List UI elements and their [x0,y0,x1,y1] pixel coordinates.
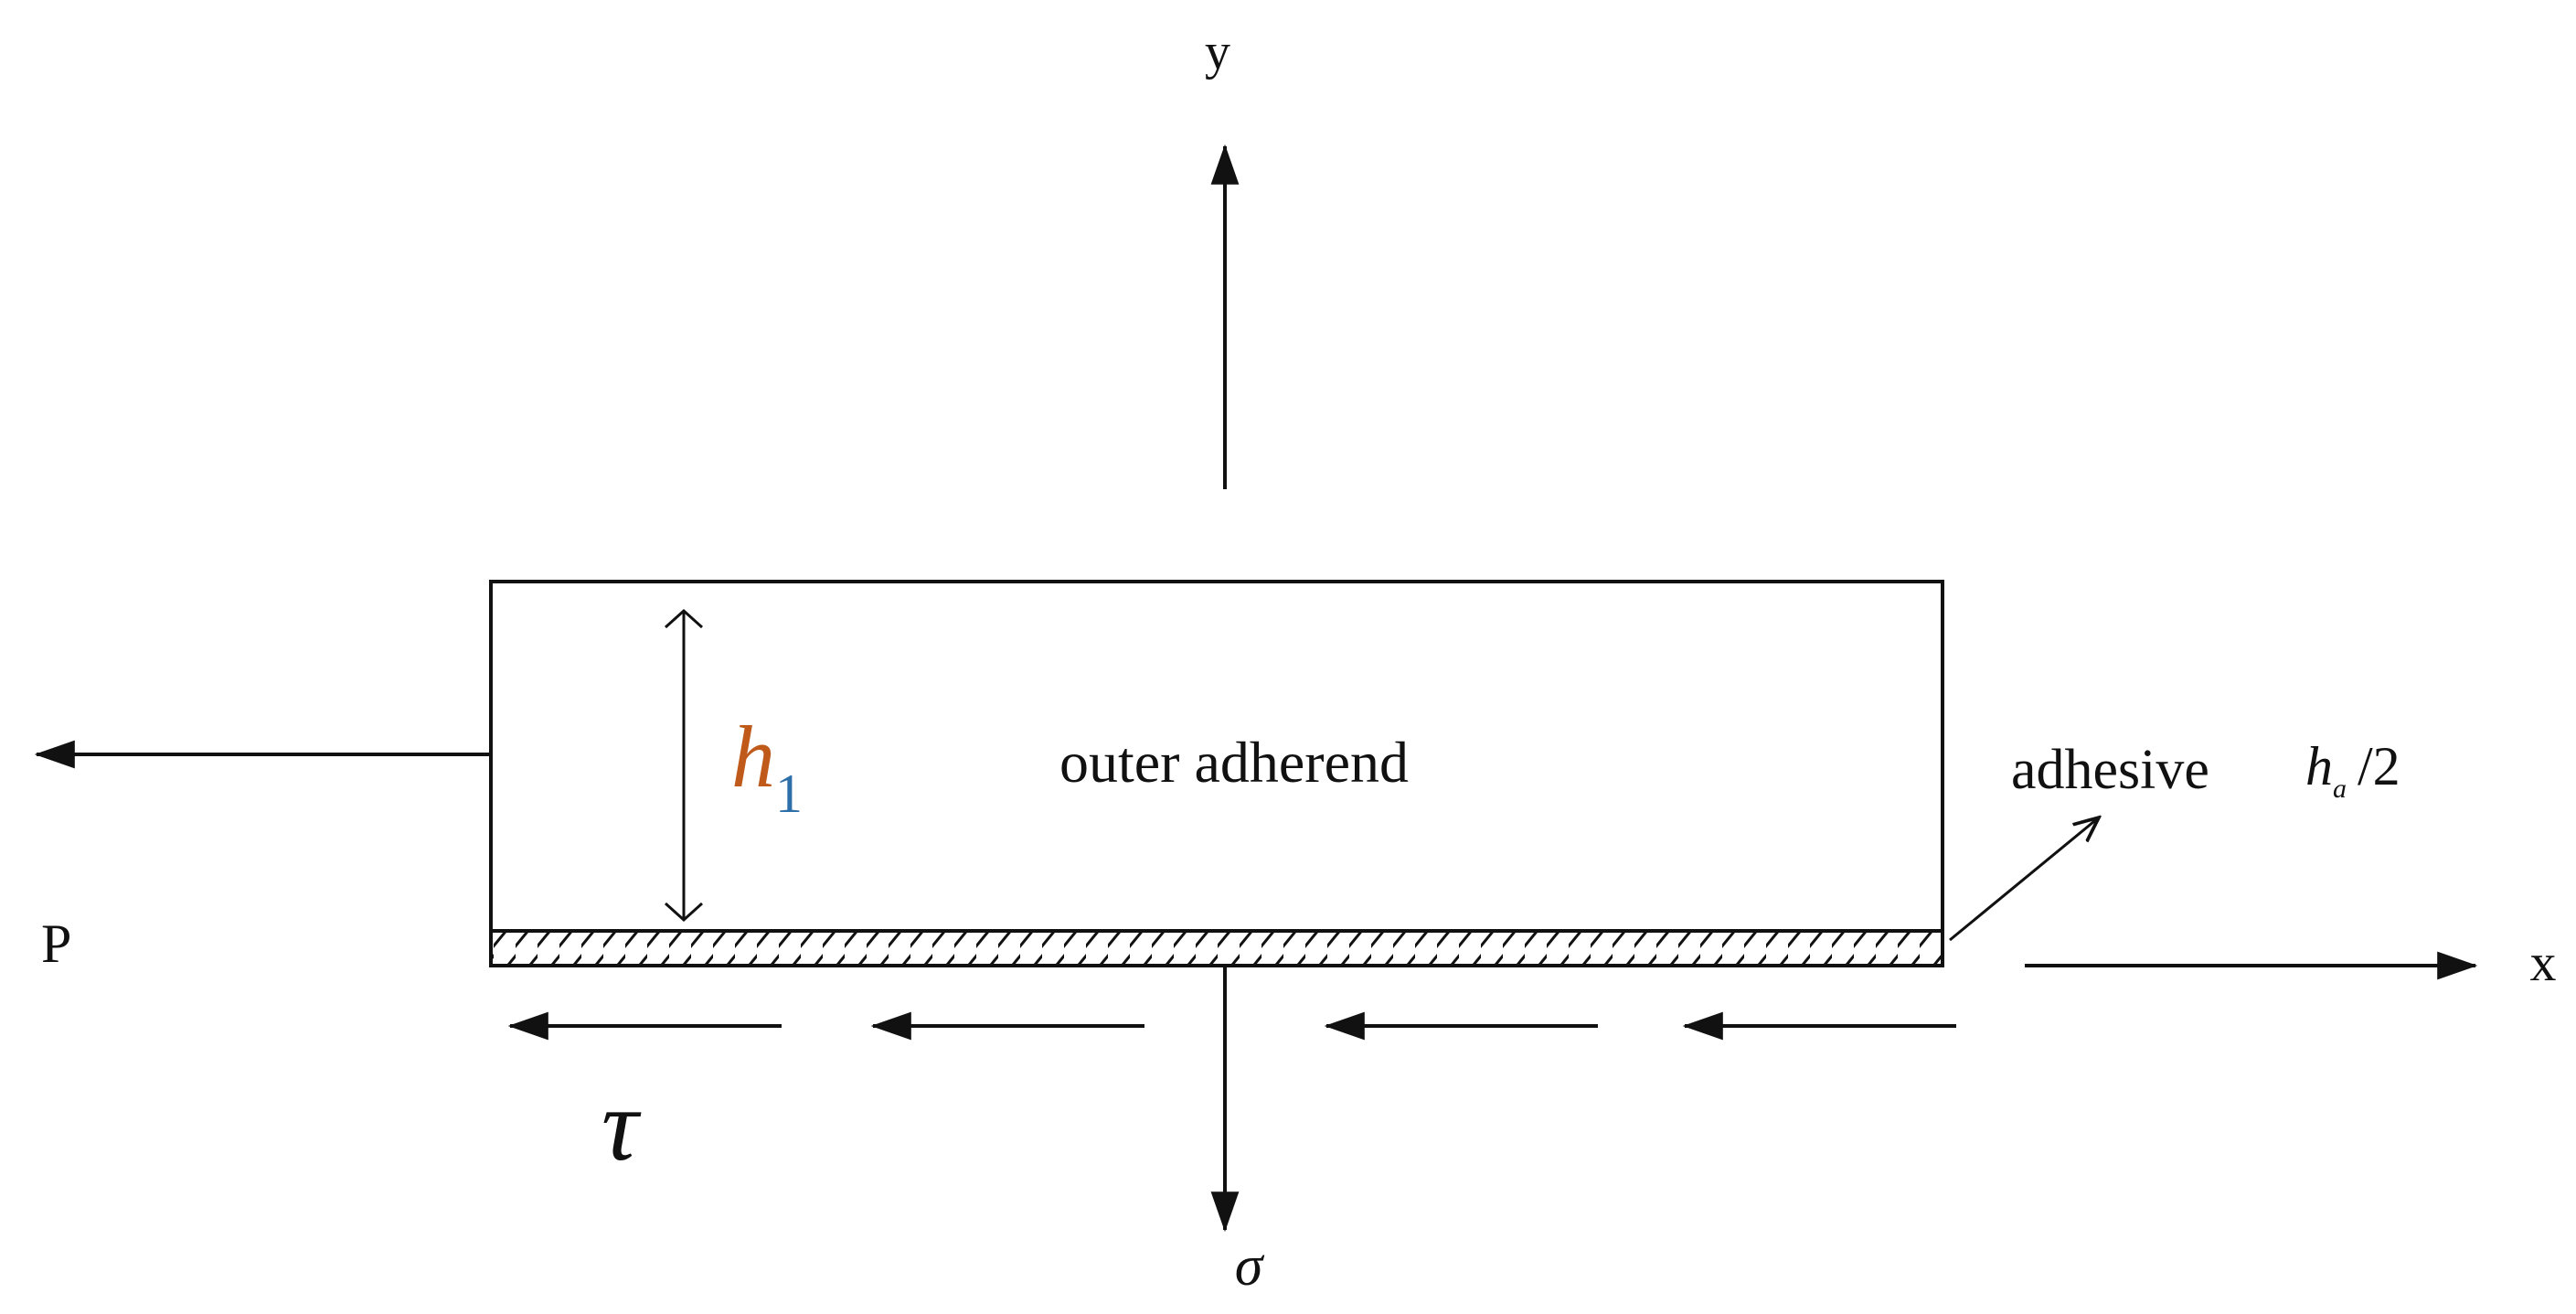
thickness-subscript: 1 [775,764,803,824]
thickness-dimension-bottom-tick [664,902,704,923]
thickness-h-symbol: h [731,708,775,806]
adhesive-thickness-suffix: /2 [2358,736,2400,796]
thickness-dimension-top-tick [664,608,704,629]
adhesive-h-symbol: h [2305,736,2333,796]
adhesive-leader-arrow [1949,817,2099,942]
y-axis-label: y [1205,24,1230,80]
adhesive-subscript: a [2333,774,2347,804]
adhesive-label: adhesive [2011,739,2209,801]
load-label: P [41,913,71,974]
outer-adherend-label: outer adherend [1059,730,1409,795]
x-axis-label: x [2530,933,2557,992]
thickness-h1-label: h1 [731,708,803,824]
shear-stress-label: τ [601,1069,642,1182]
adhesive-thickness-label: ha/2 [2305,736,2400,804]
normal-stress-label: σ [1235,1235,1265,1298]
adhesive-layer [489,929,1944,967]
